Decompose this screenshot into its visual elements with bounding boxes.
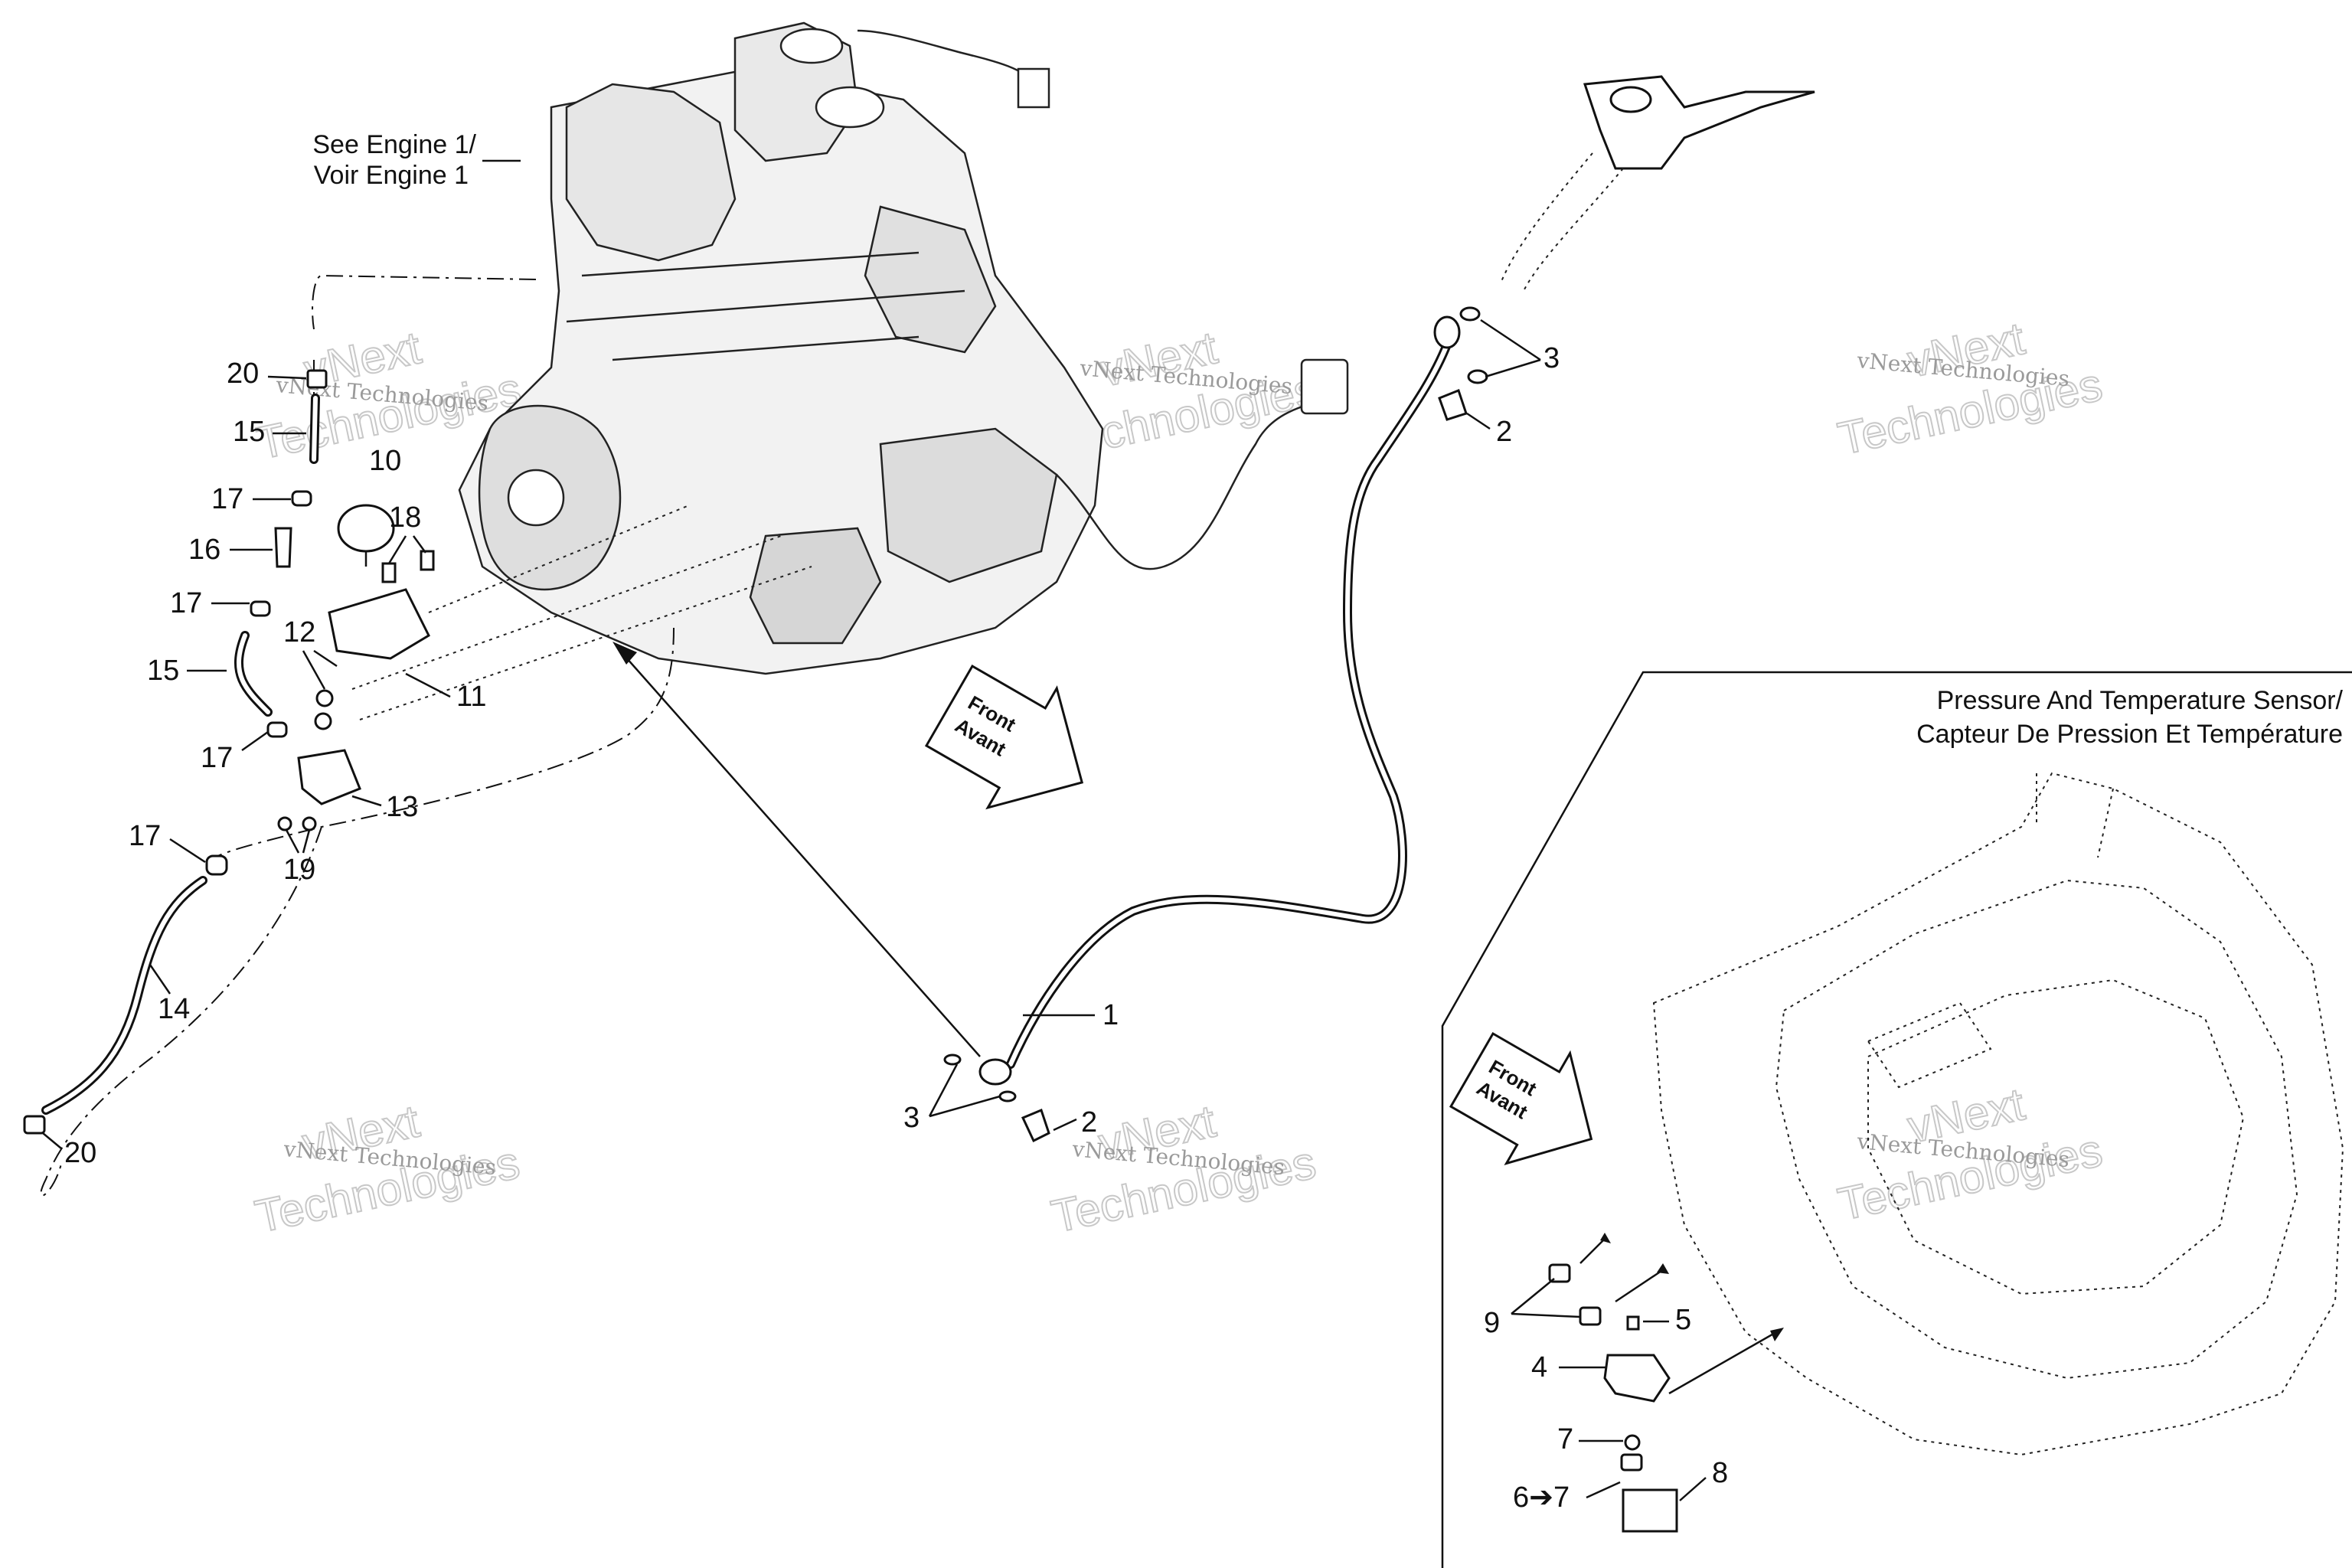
callout-label: 19: [283, 854, 315, 886]
banjo-fitting: [1433, 315, 1461, 349]
nut: [314, 712, 332, 730]
washer: [998, 1090, 1017, 1102]
pad: [1622, 1488, 1678, 1533]
callout-label: 16: [188, 534, 220, 566]
left-hose-assembly: [23, 369, 328, 1135]
grommet: [1620, 1453, 1643, 1472]
callout-label: 14: [158, 993, 190, 1025]
oil-hose-assembly: [943, 75, 1815, 1143]
front-direction-arrow: Front Avant: [1449, 1031, 1593, 1165]
callout-label: 7: [1557, 1423, 1573, 1455]
callout-label: 4: [1531, 1351, 1547, 1383]
grommet: [1624, 1434, 1641, 1451]
callout-label: 3: [1544, 342, 1560, 374]
washer: [1467, 369, 1488, 384]
connector-fitting: [274, 527, 292, 568]
arrow-head: [612, 642, 637, 665]
pressure-sensor: [297, 749, 361, 805]
nut: [315, 689, 334, 707]
nut: [302, 816, 317, 831]
callout-label: 10: [369, 445, 401, 477]
sensor-inset-panel: Pressure And Temperature Sensor/ Capteur…: [1441, 671, 2352, 1568]
svg-text:Voir Engine 1: Voir Engine 1: [314, 161, 469, 190]
callout-label: 17: [211, 483, 243, 515]
callout-label: 12: [283, 616, 315, 648]
hose-routing-line: [40, 274, 675, 1197]
clamp: [291, 490, 312, 507]
callout-label: 11: [456, 681, 486, 713]
airbox-illustration: [1652, 772, 2344, 1456]
damper: [337, 504, 395, 553]
bolt: [420, 550, 435, 571]
sensor-bracket-assembly: [277, 504, 812, 831]
callout-label: 17: [129, 820, 161, 852]
screw: [1626, 1315, 1640, 1331]
callout-label: 1: [1102, 999, 1119, 1031]
inset-title: Pressure And Temperature Sensor/: [1937, 686, 2344, 715]
inset-subtitle: Capteur De Pression Et Température: [1916, 720, 2343, 749]
callout-label: 20: [227, 358, 259, 390]
clip: [1548, 1263, 1571, 1283]
clamp: [306, 369, 328, 389]
callout-label: 13: [386, 791, 418, 823]
oil-cap: [1609, 86, 1652, 113]
clamp: [23, 1115, 46, 1135]
temperature-pressure-sensor: [1603, 1354, 1671, 1403]
callouts: 1 2 2 3 3 4 5 6➔7 7 8 9 10 11: [42, 318, 1728, 1514]
engine-illustration: [458, 21, 1349, 675]
callout-label: 15: [147, 655, 179, 687]
banjo-bolt: [1438, 389, 1468, 421]
callout-label: 3: [903, 1102, 920, 1134]
callout-label: 6➔7: [1513, 1481, 1570, 1514]
callout-label: 15: [233, 416, 265, 448]
callout-label: 20: [64, 1137, 96, 1169]
callout-label: 17: [170, 587, 202, 619]
nut: [277, 816, 292, 831]
svg-text:See Engine 1/: See Engine 1/: [312, 130, 476, 159]
callout-label: 8: [1712, 1457, 1728, 1489]
clip: [1579, 1306, 1602, 1326]
leader-arrow: [619, 650, 981, 1057]
washer: [1459, 306, 1481, 322]
callout-label: 18: [389, 501, 421, 534]
bracket: [328, 588, 430, 660]
engine-reference-label: See Engine 1/ Voir Engine 1: [312, 130, 521, 190]
callout-label: 9: [1484, 1307, 1500, 1339]
clamp: [266, 721, 288, 738]
washer: [943, 1054, 962, 1066]
bolt: [381, 562, 397, 583]
banjo-fitting: [978, 1058, 1012, 1086]
callout-label: 5: [1675, 1304, 1691, 1336]
front-direction-arrow: Front Avant: [924, 664, 1084, 810]
callout-label: 2: [1081, 1106, 1097, 1138]
callout-label: 17: [201, 742, 233, 774]
callout-label: 2: [1496, 416, 1512, 448]
banjo-bolt: [1021, 1108, 1050, 1143]
clamp: [205, 854, 228, 876]
clamp: [250, 600, 271, 617]
